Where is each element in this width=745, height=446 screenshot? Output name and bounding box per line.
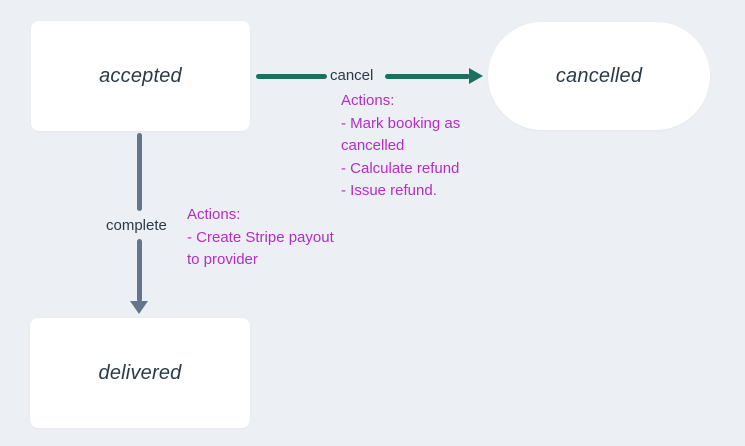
complete-arrowhead-icon bbox=[130, 301, 148, 314]
state-accepted: accepted bbox=[31, 21, 250, 131]
complete-edge-line-bottom bbox=[137, 239, 142, 302]
cancel-edge-line-right bbox=[385, 74, 470, 79]
cancel-arrowhead-icon bbox=[469, 68, 483, 84]
cancel-edge-line-left bbox=[256, 74, 327, 79]
complete-edge-line-top bbox=[137, 133, 142, 211]
complete-edge-label: complete bbox=[106, 217, 167, 234]
state-delivered-label: delivered bbox=[98, 361, 182, 384]
cancel-edge-label: cancel bbox=[330, 67, 374, 84]
state-cancelled: cancelled bbox=[488, 22, 710, 130]
state-delivered: delivered bbox=[30, 318, 250, 428]
cancel-actions-note: Actions: - Mark booking as cancelled - C… bbox=[341, 92, 461, 199]
complete-actions-note: Actions: - Create Stripe payout to provi… bbox=[187, 206, 334, 268]
state-cancelled-label: cancelled bbox=[555, 64, 643, 87]
state-accepted-label: accepted bbox=[99, 64, 182, 87]
